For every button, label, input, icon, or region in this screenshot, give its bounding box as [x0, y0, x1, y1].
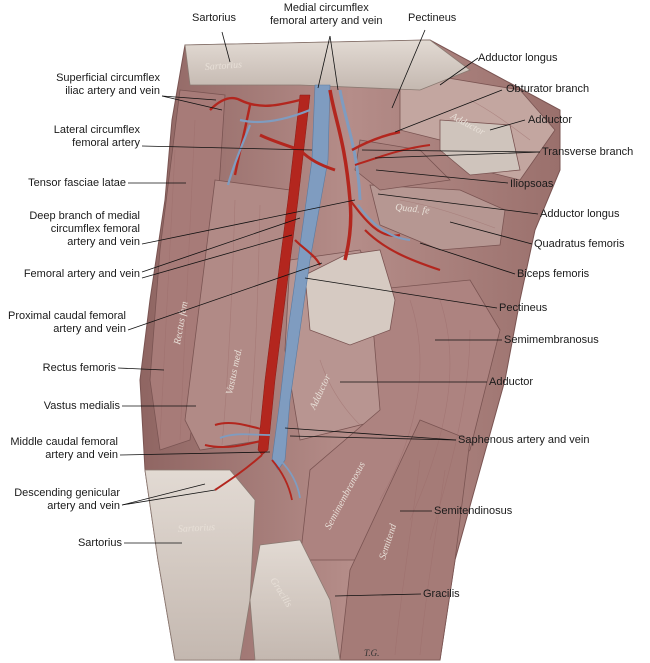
label-deep-branch: Deep branch of medial circumflex femoral…: [29, 210, 140, 248]
muscle-sartorius-upper: [184, 39, 471, 91]
label-biceps-femoris: Biceps femoris: [517, 268, 590, 280]
middle-caudal-vessels: [204, 421, 266, 449]
label-pectineus-top: Pectineus: [408, 12, 457, 24]
label-descending-genicular: Descending genicular artery and vein: [14, 487, 120, 512]
superficial-circumflex-artery: [209, 96, 301, 176]
artist-signature: T.G.: [364, 648, 380, 658]
label-tensor-fasciae-latae: Tensor fasciae latae: [28, 177, 126, 189]
label-semimembranosus: Semimembranosus: [504, 334, 599, 346]
label-vastus-medialis: Vastus medialis: [43, 400, 120, 412]
medial-circumflex-vein: [338, 89, 362, 201]
mark-quad: Quad. fe: [395, 202, 431, 217]
muscle-rectus-femoris: [149, 89, 226, 451]
label-proximal-caudal: Proximal caudal femoral artery and vein: [8, 310, 126, 335]
muscle-gracilis: [249, 539, 341, 661]
saphenous-vessels: [271, 459, 293, 501]
muscle-quadratus-femoris: [369, 184, 506, 251]
proximal-caudal-vessels: [294, 239, 321, 266]
label-superficial-circumflex: Superficial circumflex iliac artery and …: [56, 72, 160, 97]
muscle-pectineus-stump: [304, 249, 396, 346]
label-lateral-circumflex: Lateral circumflex femoral artery: [53, 124, 140, 149]
label-iliopsoas: Iliopsoas: [510, 178, 554, 190]
muscle-fibers: [159, 99, 531, 656]
muscle-sartorius-lower: [144, 469, 256, 661]
transverse-branch: [354, 144, 431, 166]
label-sartorius-bottom: Sartorius: [77, 537, 122, 549]
label-medial-circumflex: Medial circumflex femoral artery and vei…: [270, 2, 383, 27]
label-sartorius-top: Sartorius: [192, 12, 237, 24]
lateral-circumflex-artery: [259, 133, 336, 172]
superficial-circumflex-vein: [226, 108, 311, 186]
label-adductor-top: Adductor: [528, 114, 573, 126]
label-pectineus-mid: Pectineus: [499, 302, 548, 314]
medial-circumflex-artery: [328, 89, 353, 261]
muscle-semitendinosus: [339, 419, 471, 661]
label-transverse-branch: Transverse branch: [542, 146, 634, 158]
middle-caudal-vein: [219, 433, 271, 439]
label-rectus-femoris: Rectus femoris: [42, 362, 116, 374]
label-adductor-mid: Adductor: [489, 376, 534, 388]
deep-branch-vein: [357, 204, 411, 241]
saphenous-vein: [279, 459, 301, 499]
label-gracilis: Gracilis: [423, 588, 460, 600]
descending-genicular-vessels: [214, 454, 263, 491]
label-saphenous: Saphenous artery and vein: [458, 434, 590, 446]
mark-sartorius-lower: Sartorius: [178, 522, 216, 535]
label-middle-caudal: Middle caudal femoral artery and vein: [10, 436, 118, 461]
label-semitendinosus: Semitendinosus: [434, 505, 513, 517]
muscle-adductor-longus-stump: [439, 119, 521, 176]
label-adductor-longus-top: Adductor longus: [478, 52, 558, 64]
label-adductor-longus-mid: Adductor longus: [540, 208, 620, 220]
mark-sartorius-upper: Sartorius: [204, 59, 242, 73]
label-obturator-branch: Obturator branch: [506, 83, 590, 95]
leader-lines: [117, 29, 541, 597]
label-quadratus-femoris: Quadratus femoris: [534, 238, 625, 250]
obturator-branch: [351, 130, 401, 152]
label-femoral: Femoral artery and vein: [23, 268, 140, 280]
